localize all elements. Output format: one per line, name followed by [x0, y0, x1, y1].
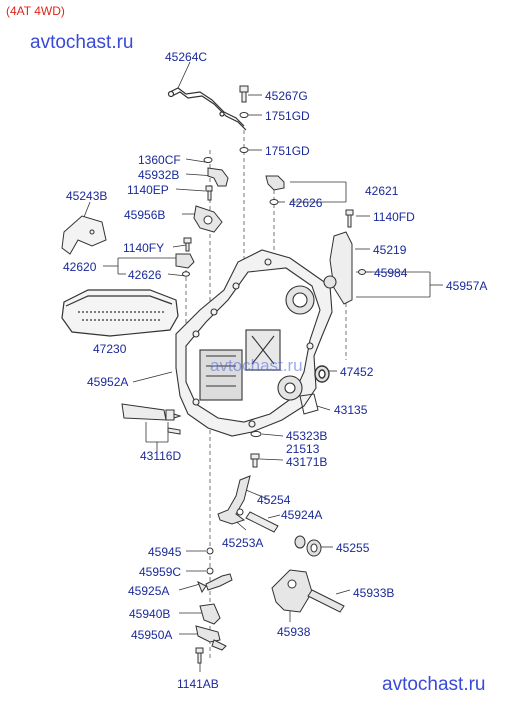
part-label-45243B[interactable]: 45243B [66, 189, 108, 203]
oil-seal-shape [314, 365, 330, 383]
part-label-45264C[interactable]: 45264C [165, 50, 208, 64]
part-label-45323B[interactable]: 45323B [286, 429, 328, 443]
part-label-1141AB[interactable]: 1141AB [177, 677, 219, 691]
part-label-1140EP[interactable]: 1140EP [127, 183, 169, 197]
bolt-shapes [182, 85, 366, 664]
part-label-45938[interactable]: 45938 [277, 625, 311, 639]
part-label-45952A[interactable]: 45952A [87, 375, 129, 389]
bushing-shape [294, 535, 322, 557]
transmission-case-shape [175, 249, 337, 437]
part-label-45940B[interactable]: 45940B [129, 607, 171, 621]
part-label-21513[interactable]: 21513 [286, 442, 320, 456]
part-label-1140FD[interactable]: 1140FD [373, 210, 415, 224]
part-label-45255[interactable]: 45255 [336, 541, 370, 555]
part-label-45254[interactable]: 45254 [257, 493, 291, 507]
heat-shield-shape [61, 215, 107, 255]
diagram-title: (4AT 4WD) [6, 4, 65, 18]
bracket-shape [329, 231, 353, 305]
part-label-42626-lower[interactable]: 42626 [128, 268, 162, 282]
oil-pipe-shape [167, 87, 247, 131]
part-label-45957A[interactable]: 45957A [446, 279, 488, 293]
part-label-45219[interactable]: 45219 [373, 243, 407, 257]
part-label-47452[interactable]: 47452 [340, 365, 374, 379]
part-label-45950A[interactable]: 45950A [131, 628, 173, 642]
oil-filter-shape [61, 289, 179, 337]
part-label-47230[interactable]: 47230 [93, 342, 127, 356]
part-label-43135[interactable]: 43135 [334, 403, 368, 417]
part-label-45925A[interactable]: 45925A [128, 584, 170, 598]
watermark-bottom: avtochast.ru [382, 674, 486, 695]
shift-lever-shape [217, 475, 251, 525]
part-label-1751GD-upper[interactable]: 1751GD [265, 109, 310, 123]
shaft-shape [245, 511, 279, 533]
part-label-1140FY[interactable]: 1140FY [123, 241, 165, 255]
part-label-45933B[interactable]: 45933B [353, 586, 395, 600]
part-label-1360CF[interactable]: 1360CF [138, 153, 181, 167]
part-label-42620[interactable]: 42620 [63, 260, 97, 274]
part-label-45945[interactable]: 45945 [148, 545, 182, 559]
part-label-45267G[interactable]: 45267G [265, 89, 308, 103]
part-label-1751GD-lower[interactable]: 1751GD [265, 144, 310, 158]
part-label-45253A[interactable]: 45253A [222, 536, 264, 550]
sealant-tube-shape [121, 403, 182, 435]
part-label-42626-upper[interactable]: 42626 [289, 196, 323, 210]
inhibitor-switch-shape [193, 205, 223, 233]
watermark-middle: avtochast.ru [210, 356, 303, 375]
parking-rod-shape [195, 573, 233, 651]
part-label-45984[interactable]: 45984 [374, 266, 408, 280]
parking-bracket-shape [271, 569, 345, 613]
part-label-43116D[interactable]: 43116D [140, 449, 182, 463]
part-label-45956B[interactable]: 45956B [124, 208, 166, 222]
gasket-shape [299, 393, 319, 415]
part-label-43171B[interactable]: 43171B [286, 455, 328, 469]
part-label-42621[interactable]: 42621 [365, 184, 399, 198]
part-label-45959C[interactable]: 45959C [139, 565, 182, 579]
speed-sensor-shape [175, 253, 195, 269]
part-label-45932B[interactable]: 45932B [138, 168, 180, 182]
part-label-45924A[interactable]: 45924A [281, 508, 323, 522]
watermark-top: avtochast.ru [30, 32, 134, 53]
sensor-shape [207, 167, 285, 191]
